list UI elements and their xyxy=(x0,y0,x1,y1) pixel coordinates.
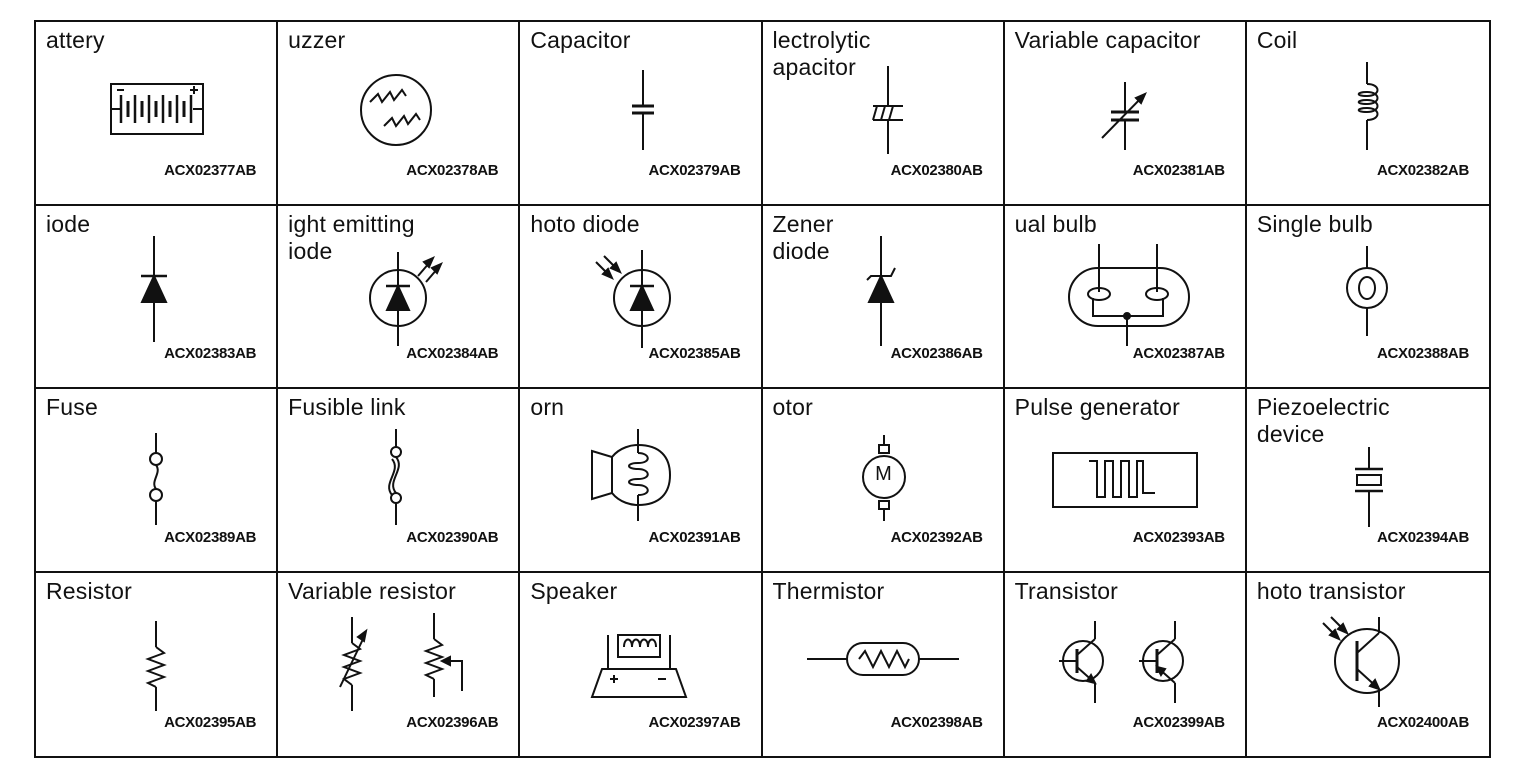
symbol-label: lectrolytic apacitor xyxy=(772,27,871,80)
symbol-code: ACX02396AB xyxy=(406,714,499,731)
buzzer-icon xyxy=(278,22,519,205)
symbol-label: Fusible link xyxy=(288,394,406,420)
symbol-label: ight emitting iode xyxy=(288,210,415,264)
symbol-code: ACX02386AB xyxy=(890,345,983,362)
capacitor-icon xyxy=(520,22,761,205)
speaker-icon xyxy=(520,573,761,756)
fuse-icon xyxy=(36,389,277,572)
symbol-code: ACX02377AB xyxy=(164,161,257,179)
symbol-label: orn xyxy=(530,394,565,420)
symbol-code: ACX02390AB xyxy=(406,528,499,546)
photo-transistor-icon xyxy=(1247,573,1488,756)
symbol-label: uzzer xyxy=(288,27,346,53)
transistor-icon xyxy=(1005,573,1246,756)
diode-icon xyxy=(36,206,277,389)
symbol-code: ACX02385AB xyxy=(648,345,741,362)
zener-diode-icon xyxy=(763,206,1004,389)
symbol-cell-photo-diode: hoto diode ACX02385AB xyxy=(520,205,763,389)
symbol-label: otor xyxy=(772,394,813,420)
symbol-cell-pulse-generator: Pulse generator ACX02393AB xyxy=(1004,389,1247,573)
dual-bulb-icon xyxy=(1005,206,1246,389)
symbol-cell-piezoelectric-device: Piezoelectric device ACX02394AB xyxy=(1246,389,1489,573)
symbol-cell-buzzer: uzzer ACX02378AB xyxy=(278,22,521,206)
symbol-code: ACX02394AB xyxy=(1376,528,1469,546)
symbol-cell-variable-capacitor: Variable capacitor ACX02381AB xyxy=(1004,22,1247,206)
symbol-label: Piezoelectric device xyxy=(1256,394,1390,447)
symbol-code: ACX02378AB xyxy=(406,161,499,179)
symbol-code: ACX02392AB xyxy=(890,528,983,546)
symbol-cell-led: ight emitting iode ACX02384AB xyxy=(278,205,521,389)
symbol-code: ACX02379AB xyxy=(648,161,741,179)
symbol-label: hoto transistor xyxy=(1256,577,1406,604)
symbol-code: ACX02393AB xyxy=(1132,528,1225,546)
symbol-cell-zener-diode: Zener diode ACX02386AB xyxy=(762,205,1005,389)
symbol-cell-coil: Coil ACX02382AB xyxy=(1246,22,1489,206)
symbol-cell-electrolytic-capacitor: lectrolytic apacitor ACX02380AB xyxy=(762,22,1005,206)
symbol-code: ACX02384AB xyxy=(406,345,499,362)
pulse-generator-icon xyxy=(1005,389,1246,572)
piezoelectric-device-icon xyxy=(1247,389,1488,572)
symbol-code: ACX02397AB xyxy=(648,714,741,731)
symbol-code: ACX02398AB xyxy=(890,714,983,731)
symbol-code: ACX02387AB xyxy=(1132,345,1225,362)
battery-icon xyxy=(36,22,277,205)
symbol-label: ual bulb xyxy=(1014,210,1097,237)
symbol-table: attery ACX02377AB uzzer ACX02378AB xyxy=(34,20,1491,758)
single-bulb-icon xyxy=(1247,206,1488,389)
symbol-label: Coil xyxy=(1256,27,1298,53)
symbol-cell-battery: attery ACX02377AB xyxy=(36,22,279,206)
motor-icon xyxy=(763,389,1004,572)
symbol-cell-capacitor: Capacitor ACX02379AB xyxy=(520,22,763,206)
motor-symbol-letter: M xyxy=(875,463,892,485)
symbol-cell-variable-resistor: Variable resistor ACX02396AB xyxy=(278,572,521,756)
symbol-cell-motor: otor M ACX02392AB xyxy=(762,389,1005,573)
resistor-icon xyxy=(36,573,277,756)
symbol-label: Single bulb xyxy=(1256,210,1373,237)
thermistor-icon xyxy=(763,573,1004,756)
symbol-code: ACX02391AB xyxy=(648,528,741,546)
symbol-label: Speaker xyxy=(530,577,618,604)
photo-diode-icon xyxy=(520,206,761,389)
symbol-cell-fusible-link: Fusible link ACX02390AB xyxy=(278,389,521,573)
symbol-label: Capacitor xyxy=(530,27,631,53)
symbol-label: Variable capacitor xyxy=(1014,27,1201,53)
symbol-cell-dual-bulb: ual bulb ACX02387AB xyxy=(1004,205,1247,389)
symbol-label: Resistor xyxy=(46,577,132,604)
symbol-label: Zener diode xyxy=(772,210,834,264)
symbol-label: hoto diode xyxy=(530,210,640,237)
symbol-label: Variable resistor xyxy=(288,577,457,604)
symbol-code: ACX02382AB xyxy=(1376,161,1469,179)
fusible-link-icon xyxy=(278,389,519,572)
symbol-cell-photo-transistor: hoto transistor ACX02400AB xyxy=(1247,573,1489,757)
symbol-cell-transistor: Transistor ACX02399AB xyxy=(1005,572,1247,756)
symbol-label: Thermistor xyxy=(772,577,885,604)
symbol-label: Fuse xyxy=(46,394,98,420)
symbol-cell-speaker: Speaker ACX02397AB xyxy=(520,572,763,756)
symbol-code: ACX02381AB xyxy=(1132,161,1225,179)
symbol-code: ACX02400AB xyxy=(1376,714,1469,731)
symbol-cell-diode: iode ACX02383AB xyxy=(36,205,279,389)
symbol-code: ACX02380AB xyxy=(890,161,983,179)
symbol-code: ACX02395AB xyxy=(164,714,257,731)
coil-icon xyxy=(1247,22,1488,205)
led-icon xyxy=(278,206,519,389)
symbol-cell-resistor: Resistor ACX02395AB xyxy=(36,572,279,756)
symbol-code: ACX02399AB xyxy=(1132,714,1225,731)
symbol-label: Transistor xyxy=(1014,577,1119,604)
symbol-label: iode xyxy=(46,210,91,237)
variable-resistor-icon xyxy=(278,573,519,756)
symbol-label: Pulse generator xyxy=(1014,394,1181,420)
symbol-cell-fuse: Fuse ACX02389AB xyxy=(36,389,279,573)
symbol-label: attery xyxy=(46,27,105,53)
horn-icon xyxy=(520,389,761,572)
symbol-code: ACX02383AB xyxy=(164,345,257,362)
symbol-cell-single-bulb: Single bulb ACX02388AB xyxy=(1246,206,1489,389)
symbol-cell-horn: orn ACX02391AB xyxy=(520,389,763,573)
symbol-code: ACX02388AB xyxy=(1376,345,1469,362)
variable-capacitor-icon xyxy=(1005,22,1246,205)
electrolytic-capacitor-icon xyxy=(763,22,1004,205)
symbol-code: ACX02389AB xyxy=(164,528,257,546)
symbol-cell-thermistor: Thermistor ACX02398AB xyxy=(763,572,1005,756)
